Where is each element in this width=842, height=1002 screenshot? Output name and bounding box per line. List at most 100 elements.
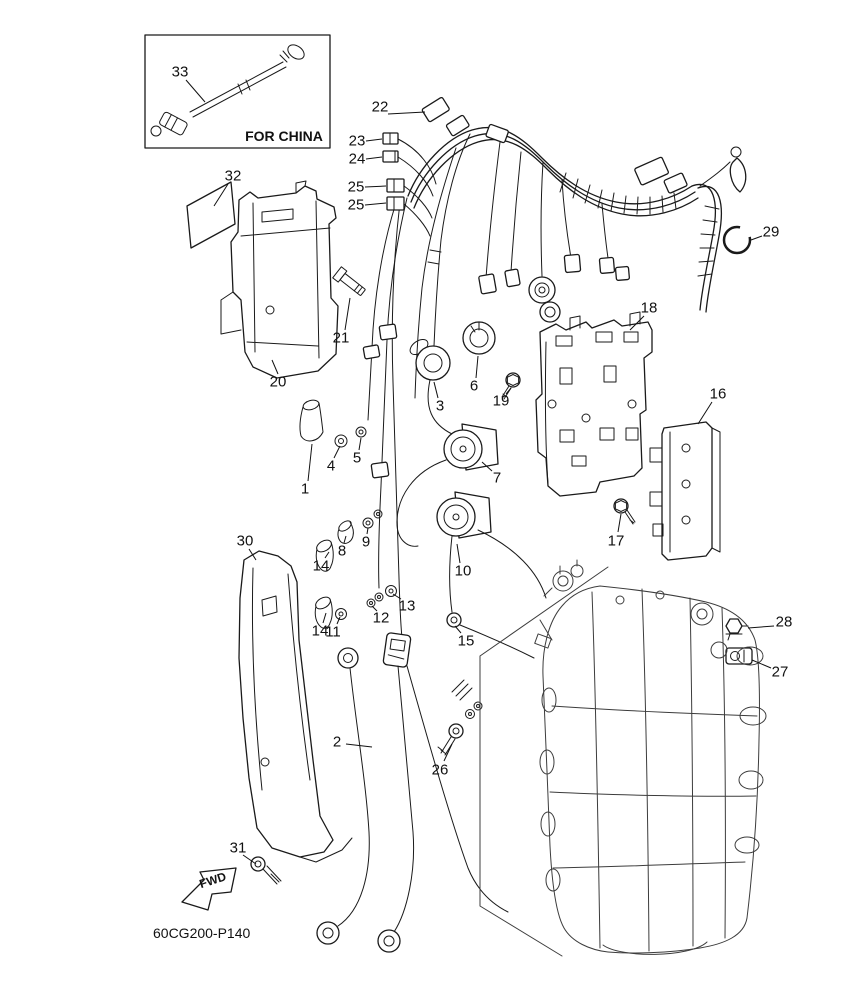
callout-11: 11	[325, 624, 341, 641]
callout-leader-1	[307, 443, 313, 482]
callout-24: 24	[349, 151, 366, 168]
part-7-relay	[396, 423, 499, 547]
callout-30: 30	[237, 533, 254, 550]
callout-leader-8	[343, 535, 347, 544]
callout-5: 5	[353, 450, 361, 467]
callout-leader-16	[697, 401, 713, 425]
callout-32: 32	[225, 168, 242, 185]
callout-leader-2	[345, 743, 373, 748]
callout-33: 33	[172, 64, 189, 81]
callout-25: 25	[348, 179, 365, 196]
callout-15: 15	[458, 633, 475, 650]
small-parts	[299, 399, 535, 659]
callout-leader-24	[365, 156, 383, 160]
callout-2: 2	[333, 734, 341, 751]
part-30-cover	[238, 550, 353, 863]
callout-leader-22	[387, 111, 426, 115]
callout-25: 25	[348, 197, 365, 214]
callout-7: 7	[493, 470, 501, 487]
callout-22: 22	[372, 99, 389, 116]
part-26-bolt	[437, 679, 483, 756]
callout-28: 28	[776, 614, 793, 631]
callout-4: 4	[327, 458, 335, 475]
for-china-inset: FOR CHINA	[144, 34, 331, 149]
callout-leader-20	[271, 359, 279, 375]
callout-20: 20	[270, 374, 287, 391]
part-28-bolt	[725, 618, 749, 641]
callout-leader-13	[392, 593, 402, 600]
callout-27: 27	[772, 664, 789, 681]
callout-3: 3	[436, 398, 444, 415]
part-17-bolt	[613, 498, 636, 525]
connector-22	[421, 96, 450, 123]
engine-block	[479, 559, 767, 957]
callout-12: 12	[373, 610, 390, 627]
callout-leader-17	[617, 513, 622, 533]
callout-14: 14	[312, 623, 329, 640]
callout-leader-23	[365, 138, 383, 142]
part-33-cable	[150, 44, 305, 137]
part-16-plate	[649, 421, 721, 561]
part-18-bracket	[535, 311, 653, 497]
connector-right	[634, 156, 669, 186]
callout-29: 29	[763, 224, 780, 241]
callout-31: 31	[230, 840, 247, 857]
callout-leader-4	[333, 445, 341, 459]
part-20-cover	[220, 180, 339, 379]
callout-leader-6	[475, 355, 479, 379]
callout-leader-15	[454, 625, 462, 634]
callout-leader-30	[248, 548, 257, 561]
fwd-arrow: FWD	[181, 867, 237, 911]
callout-leader-7	[481, 461, 493, 472]
callout-19: 19	[493, 393, 510, 410]
part-code: 60CG200-P140	[153, 925, 251, 941]
part-27-clamp	[725, 647, 753, 665]
callout-leader-32	[213, 183, 229, 207]
callout-14: 14	[313, 558, 330, 575]
for-china-label: FOR CHINA	[245, 128, 323, 144]
callout-leader-19	[505, 387, 512, 395]
callout-leader-lines	[185, 79, 775, 865]
callout-9: 9	[362, 534, 370, 551]
part-19-bolt	[501, 372, 521, 400]
callout-6: 6	[470, 378, 478, 395]
callout-17: 17	[608, 533, 625, 550]
harness-wrap-ticks	[559, 172, 720, 277]
callout-leader-33	[185, 79, 206, 103]
callout-leader-5	[358, 437, 362, 451]
callout-leader-18	[629, 315, 645, 331]
part-2-cables	[316, 632, 509, 953]
part-10-relay	[436, 491, 547, 613]
bulb-part	[729, 157, 747, 193]
callout-leader-14	[322, 612, 327, 624]
part-29-clamp-ring	[722, 225, 752, 255]
callout-leader-14	[324, 551, 330, 559]
wiring-harness	[362, 96, 747, 647]
callout-leader-27	[751, 659, 772, 669]
inset-border	[144, 34, 331, 149]
callout-leader-11	[336, 616, 341, 625]
callout-8: 8	[338, 543, 346, 560]
callout-leader-25	[364, 185, 387, 188]
callout-leader-29	[750, 235, 763, 241]
callout-21: 21	[333, 330, 350, 347]
part-6-grommet	[462, 321, 496, 355]
callout-leader-9	[366, 527, 369, 535]
callout-18: 18	[641, 300, 658, 317]
callout-leader-31	[242, 854, 257, 865]
part-31-bolt	[250, 856, 282, 885]
callout-leader-3	[433, 381, 439, 399]
callout-13: 13	[399, 598, 416, 615]
callout-leader-21	[344, 297, 351, 331]
callout-26: 26	[432, 762, 449, 779]
callout-23: 23	[349, 133, 366, 150]
part-21-bolt	[332, 266, 366, 296]
callout-1: 1	[301, 481, 309, 498]
callout-leader-25	[364, 202, 387, 206]
callout-leader-10	[456, 543, 461, 564]
callout-leader-12	[371, 605, 378, 612]
callout-16: 16	[710, 386, 727, 403]
